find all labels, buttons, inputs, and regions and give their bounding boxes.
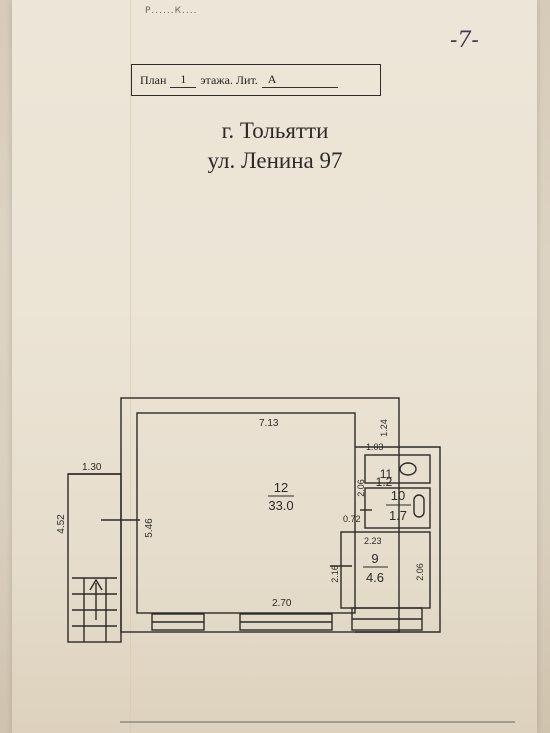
dim-072: 0.72 bbox=[343, 514, 361, 524]
floor-suffix: этажа. Лит. bbox=[200, 72, 258, 87]
sink-icon bbox=[399, 462, 417, 476]
dim-223: 2.23 bbox=[364, 536, 382, 546]
dim-103: 1.03 bbox=[366, 442, 384, 452]
margin-line bbox=[130, 0, 131, 733]
dim-206a: 2.06 bbox=[356, 479, 366, 497]
room-number: 9 bbox=[371, 551, 378, 566]
room-number: 11 bbox=[380, 467, 393, 481]
annex-outer-wall bbox=[355, 446, 441, 633]
header-scribble: Р......К.... bbox=[145, 6, 198, 16]
arrow-head-icon bbox=[89, 578, 103, 591]
room-number: 12 bbox=[274, 480, 288, 495]
dim-216: 2.16 bbox=[330, 565, 340, 583]
room-number: 10 bbox=[391, 488, 405, 503]
plan-label: План bbox=[140, 72, 167, 87]
room-area: 4.6 bbox=[366, 570, 384, 585]
room-11-outline bbox=[364, 454, 431, 484]
dim-bottom-width: 2.70 bbox=[272, 598, 292, 609]
dim-stair-height: 4.52 bbox=[56, 514, 67, 534]
dim-left-height: 5.46 bbox=[144, 518, 155, 538]
paper-sheet bbox=[12, 0, 537, 733]
stair-block bbox=[67, 473, 122, 643]
dim-206b: 2.06 bbox=[415, 563, 425, 581]
room-area: 1.2 bbox=[376, 475, 393, 489]
plan-header-box: План 1 этажа. Лит. А bbox=[131, 64, 381, 96]
dim-top-width: 7.13 bbox=[259, 418, 279, 429]
address-street: ул. Ленина 97 bbox=[207, 148, 343, 173]
room-area: 1.7 bbox=[389, 508, 407, 523]
room-area: 33.0 bbox=[268, 498, 293, 513]
dim-124: 1.24 bbox=[379, 419, 389, 437]
building-letter: А bbox=[261, 72, 338, 88]
toilet-icon bbox=[413, 494, 425, 518]
paper-bottom-edge bbox=[120, 721, 515, 723]
room-10-outline bbox=[364, 487, 431, 529]
room-12-outline bbox=[136, 412, 356, 614]
floor-number: 1 bbox=[170, 72, 197, 88]
page-number: -7- bbox=[450, 28, 479, 53]
address-city: г. Тольятти bbox=[221, 118, 329, 143]
dim-stair-width: 1.30 bbox=[82, 462, 102, 473]
